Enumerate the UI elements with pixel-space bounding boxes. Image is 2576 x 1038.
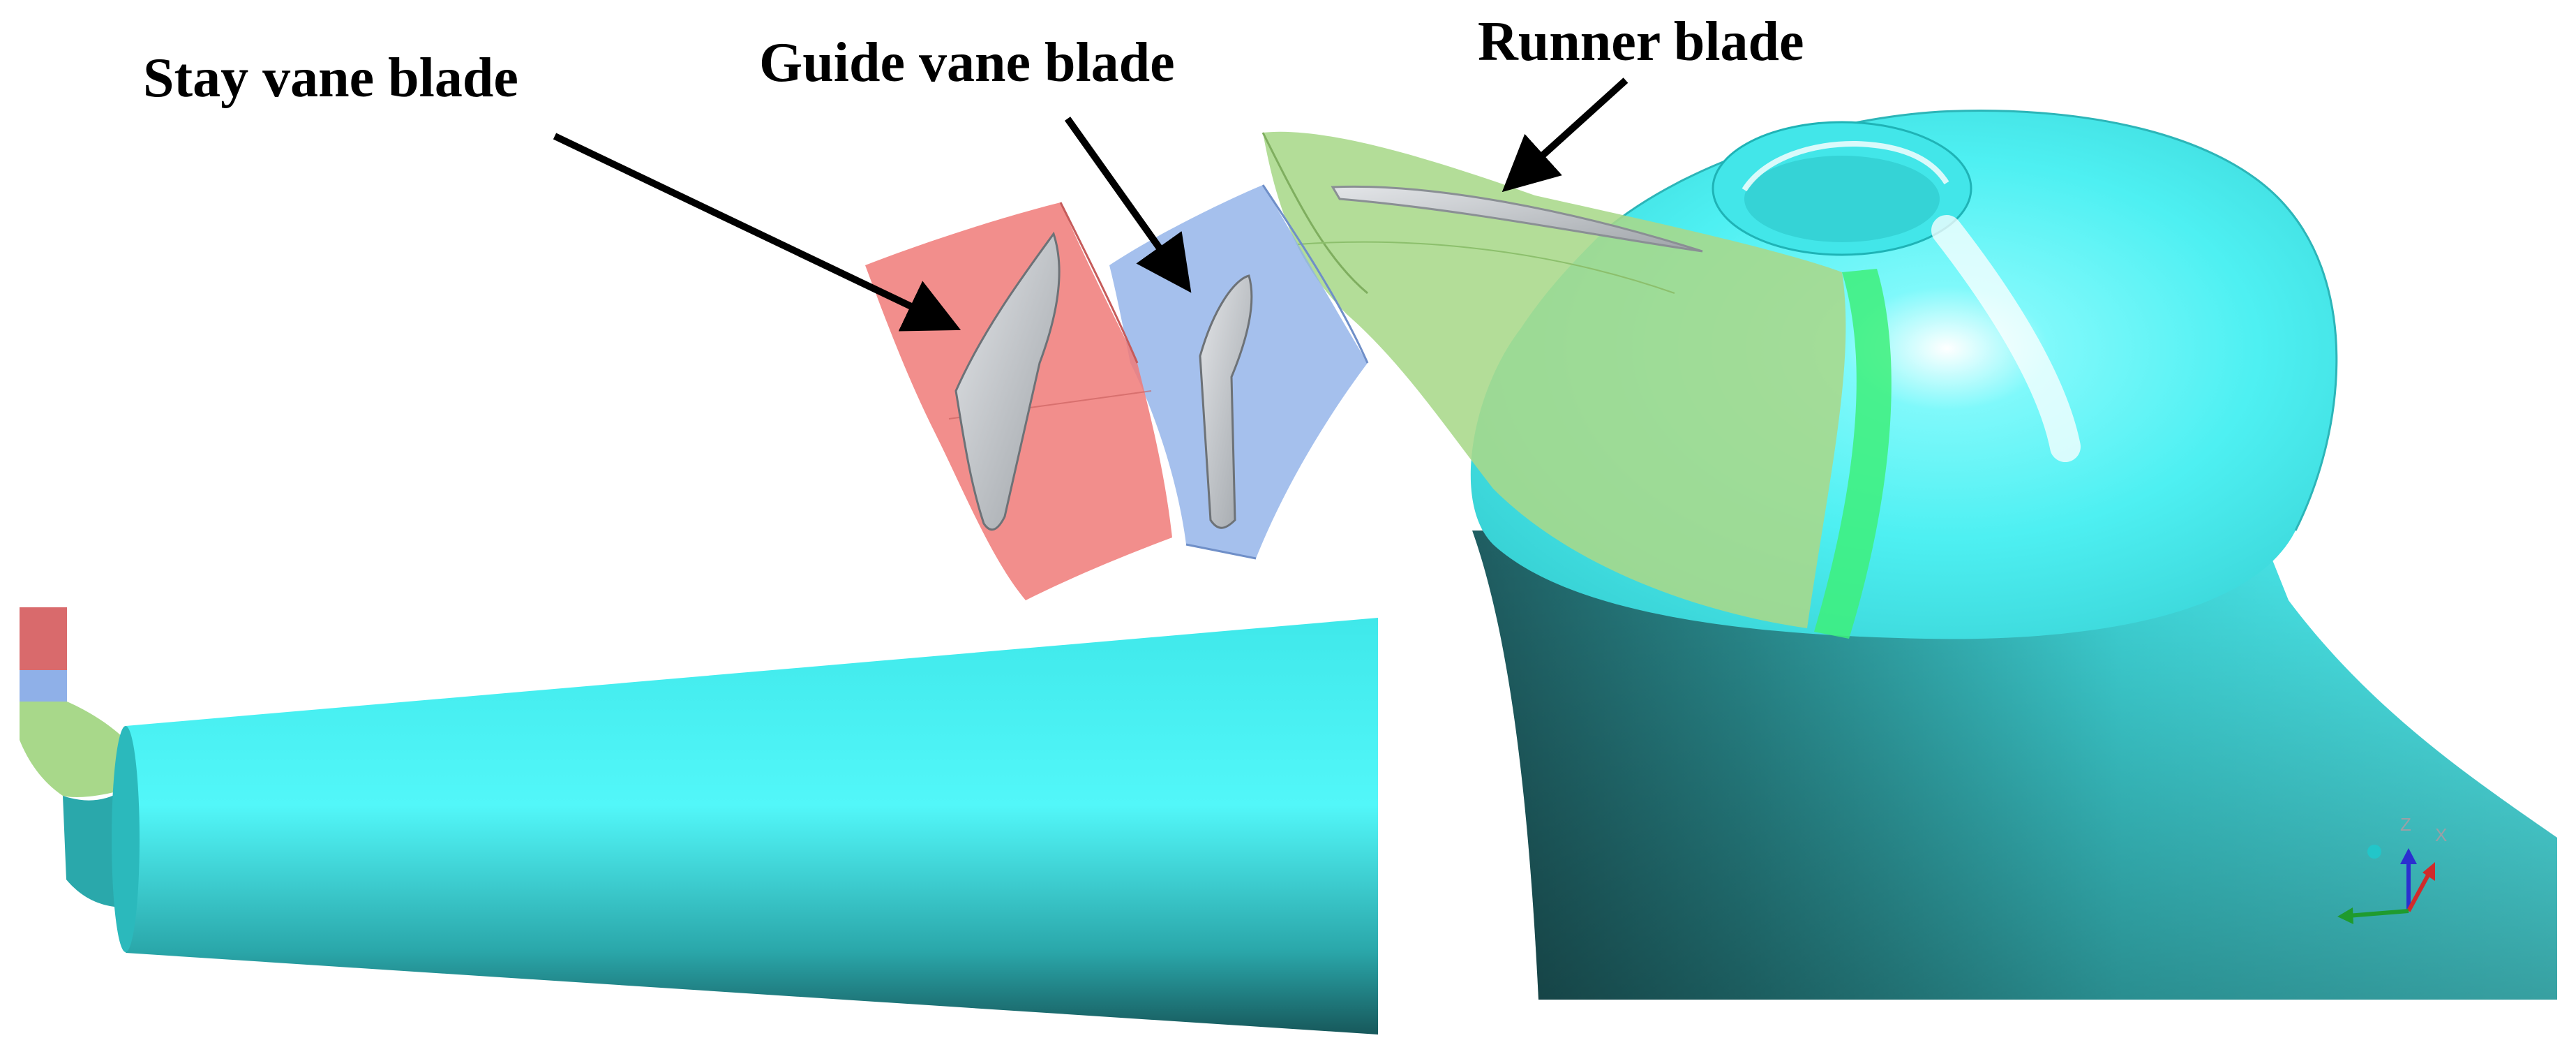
guide-vane-blade-label: Guide vane blade: [759, 32, 1175, 94]
stay-vane-blade-surface: [954, 231, 1061, 531]
triad-origin-dot: [2367, 845, 2381, 859]
triad-y-axis: [2347, 909, 2409, 918]
runner-domain: [1261, 131, 1892, 639]
guide-vane-arrow: [1064, 117, 1192, 293]
draft-tube-cone: [112, 618, 1378, 1035]
hub-cap-recess: [1744, 156, 1940, 242]
triad-x-label: X: [2435, 824, 2447, 845]
stay-vane-blade-label: Stay vane blade: [143, 47, 518, 109]
annotation-arrows: [553, 77, 1628, 332]
runner-blade-label: Runner blade: [1478, 11, 1804, 73]
stay-vane-arrow: [553, 133, 961, 332]
runner-blade-surface: [1331, 185, 1703, 253]
draft-tube-body: [1472, 531, 2557, 1000]
triad-z-label: Z: [2400, 814, 2411, 835]
runner-arrow: [1502, 77, 1628, 193]
triad-x-axis: [2406, 871, 2432, 912]
guide-vane-blade-surface: [1199, 274, 1253, 529]
left-side-assembly: [20, 607, 126, 907]
coordinate-triad: Z X: [2337, 814, 2447, 924]
